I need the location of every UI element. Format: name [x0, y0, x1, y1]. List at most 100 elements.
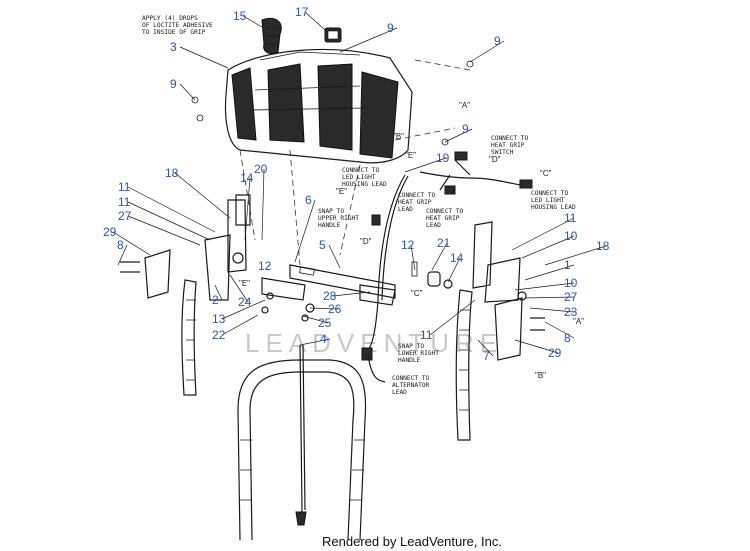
note-n-led-a-line: HOUSING LEAD	[342, 181, 387, 188]
ref-r-d2: "D"	[360, 237, 372, 246]
leader-c3	[179, 46, 229, 69]
callout-c15: 15	[233, 9, 247, 23]
callout-c14b: 14	[450, 251, 464, 265]
note-n-led-b-line: CONNECT TO	[531, 190, 569, 197]
leader-c12b	[267, 264, 271, 267]
ref-r-a2: "A"	[573, 317, 584, 326]
note-n-upper-right-line: HANDLE	[318, 222, 341, 229]
callout-c27b: 27	[564, 290, 578, 304]
note-n-heat-switch-line: HEAT GRIP	[491, 142, 525, 149]
note-n-heat-lead-a-line: LEAD	[398, 206, 413, 213]
callout-c12a: 12	[401, 238, 415, 252]
callout-c9b: 9	[494, 34, 501, 48]
callout-c6: 6	[305, 193, 312, 207]
note-n-heat-switch-line: SWITCH	[491, 149, 514, 156]
shift-rod	[299, 344, 306, 521]
note-n-lower-right-line: LOWER RIGHT	[398, 350, 439, 357]
leader-c9b	[469, 40, 505, 63]
callout-c4: 4	[320, 332, 327, 346]
leader-c28	[332, 291, 371, 297]
callout-c11b: 11	[118, 195, 131, 209]
callout-c19: 19	[436, 151, 450, 165]
leader-c19	[404, 157, 447, 173]
leader-c18a	[174, 172, 231, 219]
leader-c15	[242, 15, 263, 28]
callout-c10a: 10	[564, 229, 578, 243]
callout-c17: 17	[295, 5, 309, 19]
callout-c11a: 11	[118, 180, 131, 194]
note-n-loctite-line: TO INSIDE OF GRIP	[142, 29, 206, 36]
note-n-led-b-line: HOUSING LEAD	[531, 204, 576, 211]
leader-c9d	[444, 128, 473, 143]
callout-c23: 23	[564, 305, 578, 319]
leader-c5	[328, 244, 341, 269]
callout-c14a: 14	[240, 171, 254, 185]
callout-c29b: 29	[548, 346, 562, 360]
callout-c1: 1	[564, 258, 571, 272]
leader-c8b	[544, 321, 575, 339]
callout-c9c: 9	[170, 77, 177, 91]
note-n-heat-lead-a-line: CONNECT TO	[398, 192, 436, 199]
note-n-heat-lead-b-line: CONNECT TO	[426, 208, 464, 215]
callout-c28: 28	[323, 289, 337, 303]
leader-c29b	[514, 339, 559, 354]
leader-c29a	[112, 231, 151, 256]
leader-c22	[221, 314, 259, 336]
note-n-led-b-line: LED LIGHT	[531, 197, 565, 204]
ref-r-c1: "C"	[540, 169, 552, 178]
leader-c10b	[514, 282, 575, 291]
heated-grip-part	[261, 17, 282, 55]
ref-r-c2: "C"	[411, 289, 423, 298]
ref-r-e1: "E"	[405, 151, 416, 160]
ref-r-e2: "E"	[336, 187, 347, 196]
note-n-loctite-line: OF LOCTITE ADHESIVE	[142, 22, 213, 29]
callout-c20: 20	[254, 162, 268, 176]
cross-bar	[261, 264, 396, 306]
ref-r-b2: "B"	[535, 371, 546, 380]
wiring-harness	[361, 151, 533, 383]
leader-c25	[302, 315, 329, 324]
callout-c2: 2	[212, 293, 219, 307]
note-n-alternator-line: CONNECT TO	[392, 375, 430, 382]
callout-c18a: 18	[165, 166, 179, 180]
leader-c18b	[544, 245, 607, 266]
callout-c11d: 11	[420, 328, 433, 342]
callout-c3: 3	[170, 40, 177, 54]
callout-c9a: 9	[387, 21, 394, 35]
ref-r-a1: "A"	[459, 101, 470, 110]
left-bracket	[144, 249, 171, 299]
note-n-led-a-line: CONNECT TO	[342, 167, 380, 174]
leader-c6	[294, 199, 316, 263]
callout-c12b: 12	[258, 259, 272, 273]
leader-c8a	[117, 244, 128, 266]
switch-part	[324, 27, 342, 43]
leader-c21	[431, 242, 448, 271]
hardware	[120, 60, 545, 331]
leader-c11b	[127, 201, 211, 241]
console-panel	[224, 48, 413, 164]
reference-letters: "A""B""E""D""C""E""D""E""C""A""B"	[239, 101, 584, 380]
note-n-alternator-line: LEAD	[392, 389, 407, 396]
right-upper-handle	[455, 221, 521, 441]
note-n-heat-switch-line: CONNECT TO	[491, 135, 529, 142]
callout-c9d: 9	[462, 122, 469, 136]
callout-c18b: 18	[596, 239, 610, 253]
left-upper-handle	[181, 194, 251, 396]
leader-c12a	[410, 244, 416, 271]
callout-c29a: 29	[103, 225, 117, 239]
note-n-led-a-line: LED LIGHT	[342, 174, 376, 181]
leader-c23	[529, 307, 575, 313]
leader-c14a	[244, 177, 251, 241]
note-n-lower-right-line: HANDLE	[398, 357, 421, 364]
ref-r-e3: "E"	[239, 279, 250, 288]
callout-c7: 7	[483, 349, 490, 363]
note-n-alternator-line: ALTERNATOR	[392, 382, 430, 389]
leader-c2	[214, 284, 223, 301]
callout-c24: 24	[238, 295, 252, 309]
note-n-heat-lead-b-line: LEAD	[426, 222, 441, 229]
right-bracket	[494, 297, 523, 361]
